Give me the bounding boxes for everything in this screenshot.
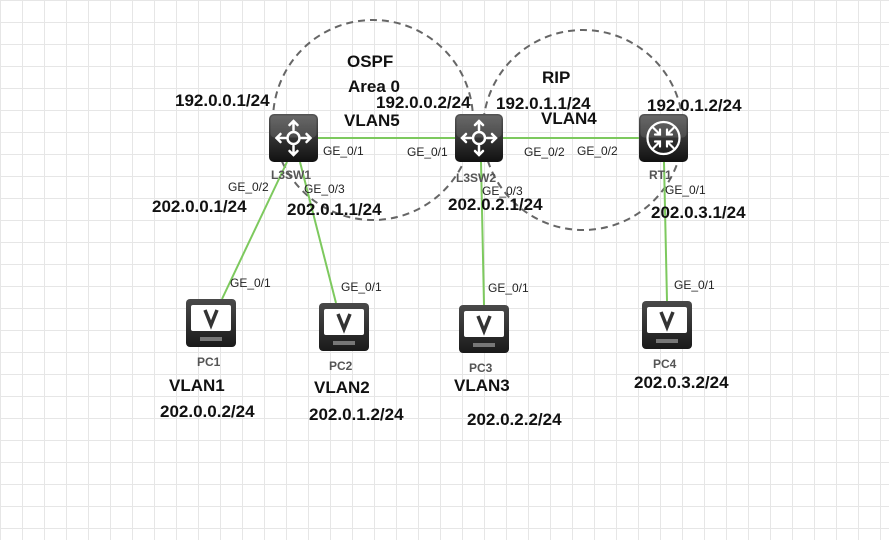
pc2-vlan: VLAN2 xyxy=(314,378,370,397)
ospf-label: OSPF xyxy=(347,52,393,71)
pc2-name: PC2 xyxy=(329,359,353,373)
pc3-ip: 202.0.2.2/24 xyxy=(467,410,562,429)
pc4-ip: 202.0.3.2/24 xyxy=(634,373,729,392)
l3sw1-name: L3SW1 xyxy=(271,168,311,182)
vlan3-gateway-ip: 202.0.2.1/24 xyxy=(448,195,543,214)
pc3-name: PC3 xyxy=(469,361,493,375)
rt1-downlink-ip: 202.0.3.1/24 xyxy=(651,203,746,222)
l3sw2-vlan5-ip: 192.0.0.2/24 xyxy=(376,93,471,112)
port-pc2-ge01: GE_0/1 xyxy=(341,280,382,294)
pc3-device[interactable] xyxy=(459,305,509,353)
monitor-v-icon xyxy=(476,315,492,336)
pc1-device[interactable] xyxy=(186,299,236,347)
pc1-name: PC1 xyxy=(197,355,221,369)
vlan2-gateway-ip: 202.0.1.1/24 xyxy=(287,200,382,219)
port-l3sw2-ge01: GE_0/1 xyxy=(407,145,448,159)
port-rt1-ge01: GE_0/1 xyxy=(665,183,706,197)
layer3-switch-icon xyxy=(460,119,498,157)
l3sw2-name: L3SW2 xyxy=(456,171,496,185)
port-pc4-ge01: GE_0/1 xyxy=(674,278,715,292)
link-l3sw2-pc3 xyxy=(480,161,485,306)
pc2-device[interactable] xyxy=(319,303,369,351)
vlan1-gateway-ip: 202.0.0.1/24 xyxy=(152,197,247,216)
monitor-v-icon xyxy=(659,311,675,332)
port-l3sw2-ge03: GE_0/3 xyxy=(482,184,523,198)
vlan4-label: VLAN4 xyxy=(541,109,597,128)
rip-label: RIP xyxy=(542,68,570,87)
monitor-v-icon xyxy=(336,313,352,334)
rt1-device[interactable] xyxy=(639,114,688,162)
port-l3sw2-ge02: GE_0/2 xyxy=(524,145,565,159)
link-l3sw1-pc1 xyxy=(221,161,288,300)
router-icon xyxy=(646,120,681,156)
pc4-device[interactable] xyxy=(642,301,692,349)
link-rt1-pc4 xyxy=(663,161,668,302)
layer3-switch-icon xyxy=(274,119,313,157)
l3sw1-device[interactable] xyxy=(269,114,318,162)
pc1-vlan: VLAN1 xyxy=(169,376,225,395)
vlan5-label: VLAN5 xyxy=(344,111,400,130)
port-l3sw1-ge02: GE_0/2 xyxy=(228,180,269,194)
ospf-area-label: Area 0 xyxy=(348,77,400,96)
port-l3sw1-ge01: GE_0/1 xyxy=(323,144,364,158)
port-pc3-ge01: GE_0/1 xyxy=(488,281,529,295)
port-pc1-ge01: GE_0/1 xyxy=(230,276,271,290)
pc3-vlan: VLAN3 xyxy=(454,376,510,395)
l3sw2-device[interactable] xyxy=(455,114,503,162)
l3sw1-vlan5-ip: 192.0.0.1/24 xyxy=(175,91,270,110)
rt1-name: RT1 xyxy=(649,168,672,182)
link-l3sw1-pc2 xyxy=(299,161,337,304)
rt1-ip: 192.0.1.2/24 xyxy=(647,96,742,115)
port-l3sw1-ge03: GE_0/3 xyxy=(304,182,345,196)
pc4-name: PC4 xyxy=(653,357,677,371)
pc1-ip: 202.0.0.2/24 xyxy=(160,402,255,421)
monitor-v-icon xyxy=(203,309,219,330)
l3sw2-vlan4-ip: 192.0.1.1/24 xyxy=(496,94,591,113)
port-rt1-ge02: GE_0/2 xyxy=(577,144,618,158)
pc2-ip: 202.0.1.2/24 xyxy=(309,405,404,424)
